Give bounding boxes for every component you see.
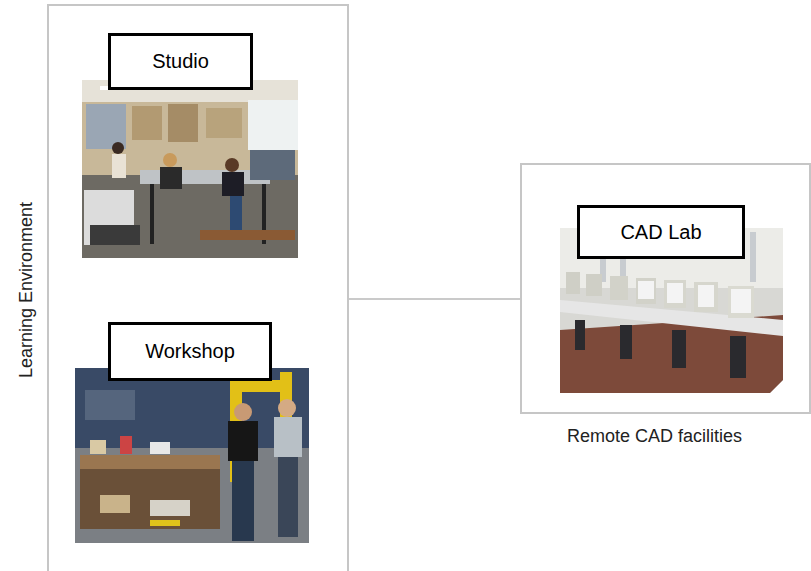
remote-panel: Remote CAD facilitiesCAD Lab bbox=[520, 163, 811, 414]
workshop-photo bbox=[75, 368, 309, 543]
caption-text: Remote CAD facilities bbox=[567, 426, 742, 447]
label-box: Workshop bbox=[108, 322, 272, 381]
label-box: Studio bbox=[108, 33, 253, 90]
studio-photo bbox=[82, 80, 298, 258]
box-label: Studio bbox=[152, 50, 209, 73]
environment-panel: Learning EnvironmentStudioWorkshop bbox=[47, 4, 349, 571]
connector-line bbox=[349, 298, 520, 300]
box-label: CAD Lab bbox=[620, 221, 701, 244]
label-box: CAD Lab bbox=[577, 205, 745, 259]
side-heading: Learning Environment bbox=[16, 202, 37, 378]
box-label: Workshop bbox=[145, 340, 235, 363]
